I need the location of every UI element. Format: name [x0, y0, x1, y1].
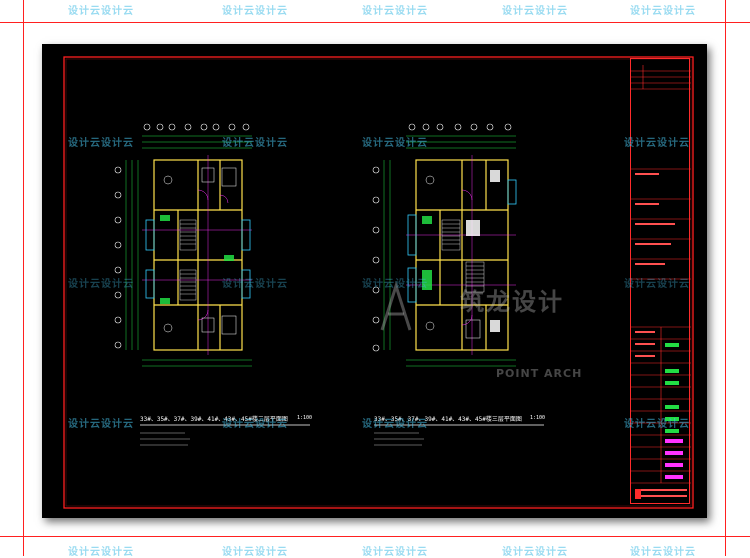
watermark-text: 设计云设计云 [502, 6, 568, 17]
watermark-text: 设计云设计云 [362, 138, 428, 149]
drawing-title-left: 33#、35#、37#、39#、41#、43#、45#楼二层平面图 [140, 416, 288, 423]
watermark-text: 设计云设计云 [630, 6, 696, 17]
floor-plan-right [372, 123, 517, 367]
drawing-scale-left: 1:100 [297, 415, 313, 421]
big-watermark-en: POINT ARCH [496, 367, 583, 380]
watermark-text: 设计云设计云 [502, 547, 568, 558]
sheet-border [63, 56, 694, 509]
title-block [630, 58, 691, 504]
watermark-text: 设计云设计云 [222, 547, 288, 558]
notes-left [140, 432, 190, 446]
watermark-text: 设计云设计云 [222, 419, 288, 430]
watermark-text: 设计云设计云 [624, 279, 690, 290]
logo-watermark-icon [380, 281, 412, 331]
guide-line-left [23, 0, 24, 556]
drawing-title-right: 33#、35#、37#、39#、41#、43#、45#楼三层平面图 [374, 416, 522, 423]
guide-line-right [725, 0, 726, 556]
title-underline-left [140, 424, 310, 426]
watermark-text: 设计云设计云 [624, 138, 690, 149]
watermark-text: 设计云设计云 [362, 547, 428, 558]
watermark-text: 设计云设计云 [624, 419, 690, 430]
notes-right [374, 432, 424, 446]
watermark-text: 设计云设计云 [362, 6, 428, 17]
watermark-text: 设计云设计云 [222, 279, 288, 290]
guide-line-bottom [0, 536, 750, 537]
big-watermark-cn: 筑龙设计 [460, 288, 564, 316]
watermark-text: 设计云设计云 [68, 6, 134, 17]
watermark-text: 设计云设计云 [630, 547, 696, 558]
watermark-text: 设计云设计云 [362, 419, 428, 430]
watermark-text: 设计云设计云 [68, 419, 134, 430]
guide-line-top [0, 22, 750, 23]
watermark-text: 设计云设计云 [68, 279, 134, 290]
watermark-text: 设计云设计云 [222, 138, 288, 149]
watermark-text: 设计云设计云 [222, 6, 288, 17]
title-underline-right [374, 424, 544, 426]
watermark-text: 设计云设计云 [68, 138, 134, 149]
floor-plan-left [114, 123, 252, 367]
watermark-text: 设计云设计云 [68, 547, 134, 558]
drawing-scale-right: 1:100 [530, 415, 546, 421]
watermark-text: 设计云设计云 [362, 279, 428, 290]
